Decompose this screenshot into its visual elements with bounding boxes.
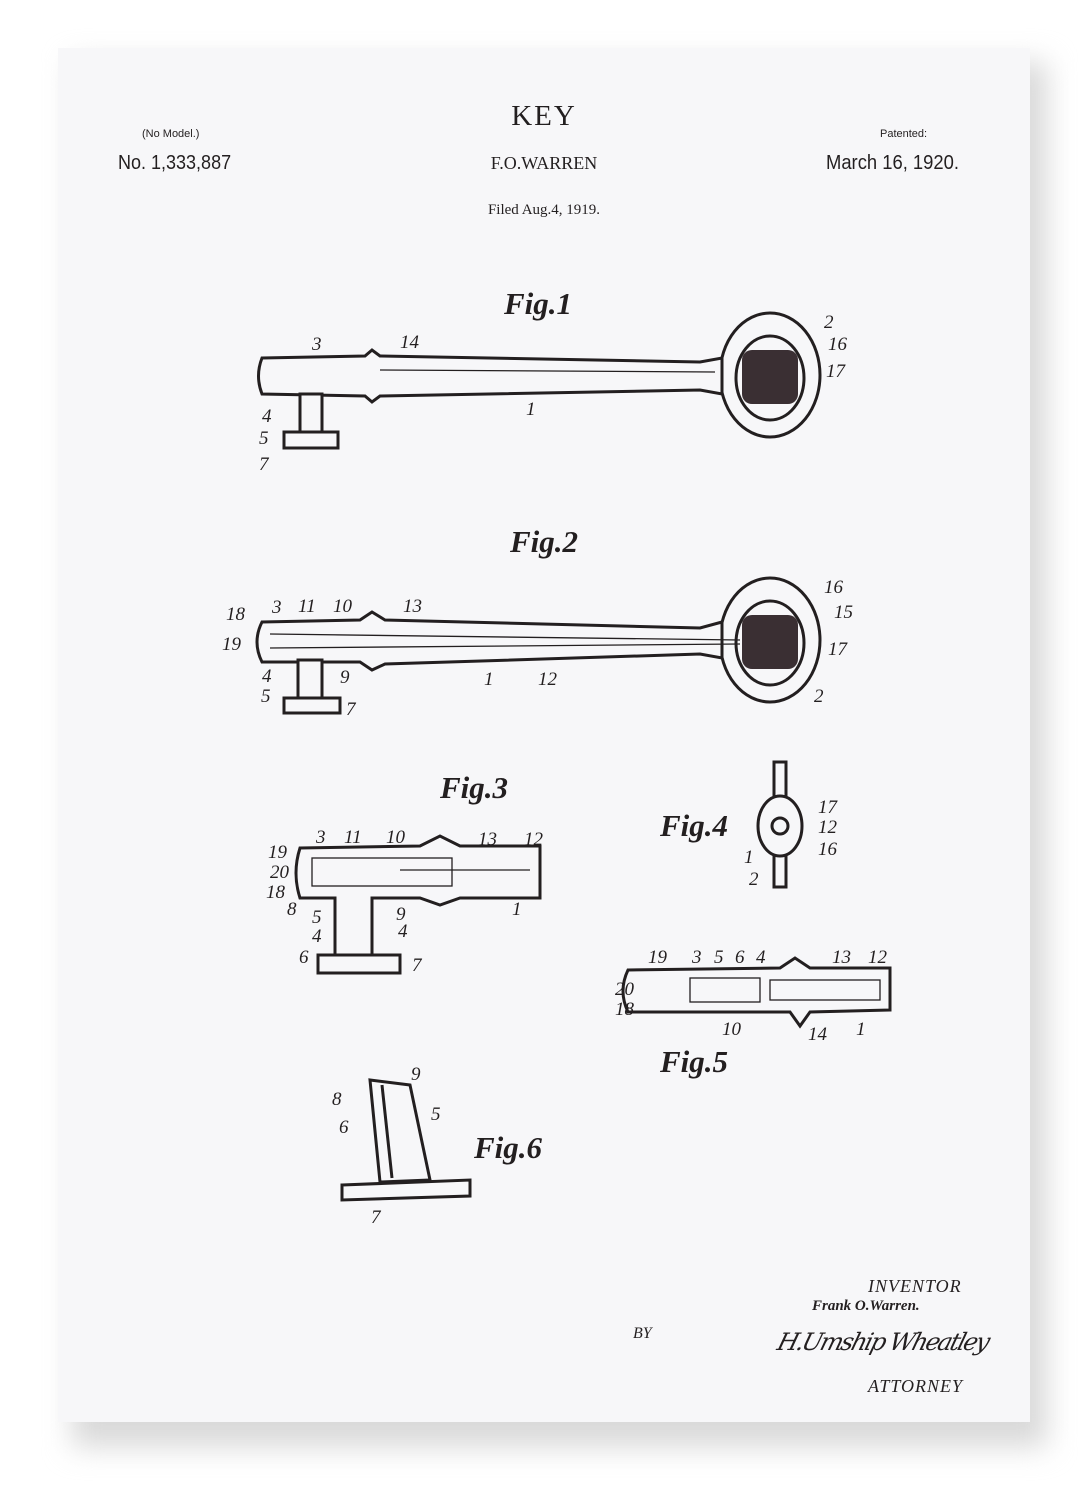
ref-numeral: 1 bbox=[512, 899, 522, 920]
patent-print: KEY (No Model.) No. 1,333,887 F.O.WARREN… bbox=[58, 48, 1030, 1422]
ref-numeral: 18 bbox=[226, 604, 246, 625]
ref-numeral: 13 bbox=[478, 829, 497, 850]
fig5-section-drawing bbox=[621, 956, 892, 1029]
ref-numeral: 1 bbox=[484, 669, 494, 690]
ref-numeral: 16 bbox=[828, 334, 848, 355]
fig4-end-view-drawing bbox=[756, 760, 804, 889]
fig2-reference-numerals: 18 3 11 10 13 19 4 5 9 1 12 7 16 15 17 2 bbox=[222, 577, 853, 720]
ref-numeral: 5 bbox=[431, 1104, 441, 1125]
ref-numeral: 4 bbox=[312, 926, 322, 947]
ref-numeral: 16 bbox=[824, 577, 844, 598]
ref-numeral: 6 bbox=[735, 947, 745, 968]
fig4-reference-numerals: 17 12 16 1 2 bbox=[744, 797, 839, 890]
ref-numeral: 5 bbox=[312, 907, 322, 928]
fig1-title: Fig.1 bbox=[504, 286, 573, 321]
ref-numeral: 6 bbox=[299, 947, 309, 968]
ref-numeral: 3 bbox=[691, 947, 702, 968]
fig1-reference-numerals: 3 14 2 16 17 4 5 7 1 bbox=[259, 312, 848, 475]
ref-numeral: 18 bbox=[266, 882, 286, 903]
ref-numeral: 16 bbox=[818, 839, 838, 860]
ref-numeral: 17 bbox=[818, 797, 839, 818]
no-model-note: (No Model.) bbox=[142, 128, 200, 140]
ref-numeral: 12 bbox=[524, 829, 544, 850]
ref-numeral: 20 bbox=[615, 979, 635, 1000]
ref-numeral: 14 bbox=[808, 1024, 828, 1045]
patent-number: No. 1,333,887 bbox=[118, 152, 232, 174]
inventor-label: INVENTOR bbox=[868, 1276, 962, 1296]
fig6-bit-drawing bbox=[340, 1078, 472, 1202]
ref-numeral: 9 bbox=[411, 1064, 421, 1085]
by-label: BY bbox=[633, 1325, 652, 1342]
fig3-title: Fig.3 bbox=[440, 770, 509, 805]
fig5-title: Fig.5 bbox=[660, 1044, 729, 1079]
ref-numeral: 11 bbox=[344, 827, 362, 848]
ref-numeral: 18 bbox=[615, 999, 635, 1020]
ref-numeral: 3 bbox=[271, 597, 282, 618]
fig2-key-section-drawing bbox=[255, 576, 822, 715]
ref-numeral: 1 bbox=[856, 1019, 866, 1040]
ref-numeral: 9 bbox=[340, 667, 350, 688]
ref-numeral: 7 bbox=[412, 955, 423, 976]
ref-numeral: 7 bbox=[346, 699, 357, 720]
ref-numeral: 3 bbox=[315, 827, 326, 848]
fig1-key-drawing bbox=[257, 311, 822, 450]
ref-numeral: 17 bbox=[828, 639, 849, 660]
patented-date: March 16, 1920. bbox=[826, 152, 959, 174]
ref-numeral: 5 bbox=[261, 686, 271, 707]
attorney-label: ATTORNEY bbox=[868, 1376, 964, 1396]
fig3-section-drawing bbox=[294, 834, 542, 975]
ref-numeral: 1 bbox=[526, 399, 536, 420]
ref-numeral: 8 bbox=[287, 899, 297, 920]
filed-date: Filed Aug.4, 1919. bbox=[487, 202, 601, 218]
ref-numeral: 19 bbox=[648, 947, 668, 968]
ref-numeral: 12 bbox=[818, 817, 838, 838]
inventor-name: F.O.WARREN bbox=[490, 153, 598, 173]
ref-numeral: 7 bbox=[259, 454, 270, 475]
fig6-title: Fig.6 bbox=[474, 1130, 543, 1165]
ref-numeral: 10 bbox=[333, 596, 353, 617]
ref-numeral: 4 bbox=[756, 947, 766, 968]
ref-numeral: 4 bbox=[262, 666, 272, 687]
patent-title: KEY bbox=[511, 100, 577, 132]
ref-numeral: 14 bbox=[400, 332, 420, 353]
ref-numeral: 7 bbox=[371, 1207, 382, 1228]
fig2-title: Fig.2 bbox=[510, 524, 579, 559]
fig3-reference-numerals: 19 3 11 10 13 12 20 18 8 5 4 9 4 6 7 1 bbox=[266, 827, 544, 976]
ref-numeral: 6 bbox=[339, 1117, 349, 1138]
ref-numeral: 19 bbox=[268, 842, 288, 863]
ref-numeral: 5 bbox=[714, 947, 724, 968]
ref-numeral: 5 bbox=[259, 428, 269, 449]
ref-numeral: 13 bbox=[832, 947, 851, 968]
ref-numeral: 10 bbox=[386, 827, 406, 848]
ref-numeral: 17 bbox=[826, 361, 847, 382]
ref-numeral: 9 bbox=[396, 904, 406, 925]
ref-numeral: 4 bbox=[262, 406, 272, 427]
ref-numeral: 19 bbox=[222, 634, 242, 655]
ref-numeral: 11 bbox=[298, 596, 316, 617]
ref-numeral: 2 bbox=[824, 312, 834, 333]
ref-numeral: 15 bbox=[834, 602, 853, 623]
inventor-signature: Frank O.Warren. bbox=[812, 1298, 920, 1314]
ref-numeral: 8 bbox=[332, 1089, 342, 1110]
ref-numeral: 2 bbox=[814, 686, 824, 707]
fig5-reference-numerals: 19 3 5 6 4 13 12 20 18 10 14 1 bbox=[615, 947, 888, 1045]
ref-numeral: 1 bbox=[744, 847, 754, 868]
ref-numeral: 12 bbox=[538, 669, 558, 690]
ref-numeral: 4 bbox=[398, 921, 408, 942]
fig6-reference-numerals: 9 8 6 5 7 bbox=[332, 1064, 441, 1228]
ref-numeral: 12 bbox=[868, 947, 888, 968]
fig4-title: Fig.4 bbox=[660, 808, 729, 843]
ref-numeral: 20 bbox=[270, 862, 290, 883]
patented-label: Patented: bbox=[880, 128, 928, 140]
ref-numeral: 13 bbox=[403, 596, 422, 617]
ref-numeral: 10 bbox=[722, 1019, 742, 1040]
ref-numeral: 2 bbox=[749, 869, 759, 890]
ref-numeral: 3 bbox=[311, 334, 322, 355]
